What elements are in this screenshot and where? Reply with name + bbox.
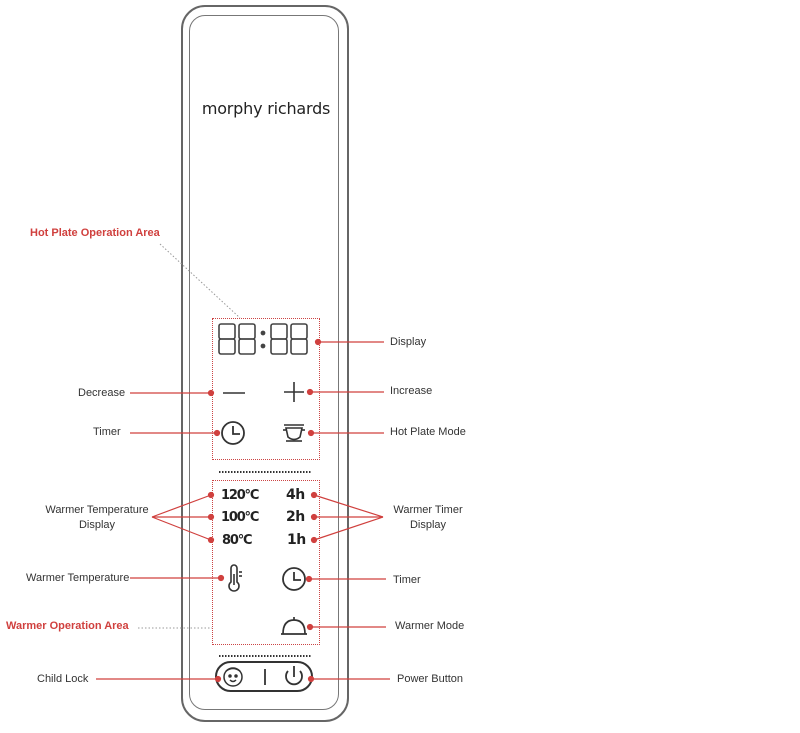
timer-4h: 4h bbox=[286, 487, 305, 503]
control-panel-inner bbox=[189, 15, 339, 710]
temp-80: 80°C bbox=[222, 533, 253, 548]
warmer-temp-display-label: Warmer Temperature Display bbox=[42, 503, 152, 533]
warmer-temperature-label: Warmer Temperature bbox=[26, 572, 130, 584]
display-label: Display bbox=[390, 336, 427, 348]
warmer-temp-display-label-line1: Warmer Temperature bbox=[45, 504, 149, 516]
thermometer-icon[interactable] bbox=[228, 564, 242, 592]
child-face-icon[interactable] bbox=[223, 667, 243, 687]
warmer-timer-display-label-line2: Display bbox=[409, 519, 447, 531]
control-panel-frame bbox=[181, 5, 349, 722]
warmer-area-label: Warmer Operation Area bbox=[6, 620, 129, 632]
hot-plate-area-box bbox=[212, 318, 320, 460]
warmer-temp-display-label-line2: Display bbox=[78, 519, 116, 531]
child-lock-label: Child Lock bbox=[37, 673, 89, 685]
digit-3 bbox=[270, 323, 288, 355]
segment-display bbox=[218, 323, 308, 355]
plus-icon[interactable] bbox=[284, 382, 304, 402]
hot-plate-mode-label: Hot Plate Mode bbox=[390, 426, 466, 438]
timer-right-label: Timer bbox=[393, 574, 421, 586]
timer-1h: 1h bbox=[287, 532, 306, 548]
power-icon[interactable] bbox=[285, 666, 303, 686]
timer-2h: 2h bbox=[286, 509, 305, 525]
hot-plate-area-leader bbox=[159, 243, 241, 319]
warmer-mode-label: Warmer Mode bbox=[395, 620, 465, 632]
temp-120: 120°C bbox=[221, 488, 259, 503]
timer-left-label: Timer bbox=[93, 426, 121, 438]
colon-dot-top bbox=[260, 330, 266, 336]
warmer-area-box bbox=[212, 480, 320, 645]
warmer-clock-icon[interactable] bbox=[282, 567, 306, 591]
warmer-timer-display-label: Warmer Timer Display bbox=[382, 503, 474, 533]
cloche-icon[interactable] bbox=[281, 617, 307, 635]
colon-dot-bottom bbox=[260, 343, 266, 349]
digit-1 bbox=[218, 323, 236, 355]
warmer-timer-display-label-line1: Warmer Timer bbox=[393, 504, 463, 516]
temp-100: 100°C bbox=[221, 510, 259, 525]
increase-label: Increase bbox=[390, 385, 433, 397]
hot-plate-area-label: Hot Plate Operation Area bbox=[30, 227, 160, 239]
power-button-label: Power Button bbox=[397, 673, 464, 685]
decrease-label: Decrease bbox=[78, 387, 126, 399]
brand-logo: morphy richards bbox=[201, 99, 331, 118]
pot-icon[interactable] bbox=[283, 424, 305, 442]
annotation-lines bbox=[96, 338, 390, 683]
digit-2 bbox=[238, 323, 256, 355]
clock-icon[interactable] bbox=[221, 421, 245, 445]
digit-4 bbox=[290, 323, 308, 355]
